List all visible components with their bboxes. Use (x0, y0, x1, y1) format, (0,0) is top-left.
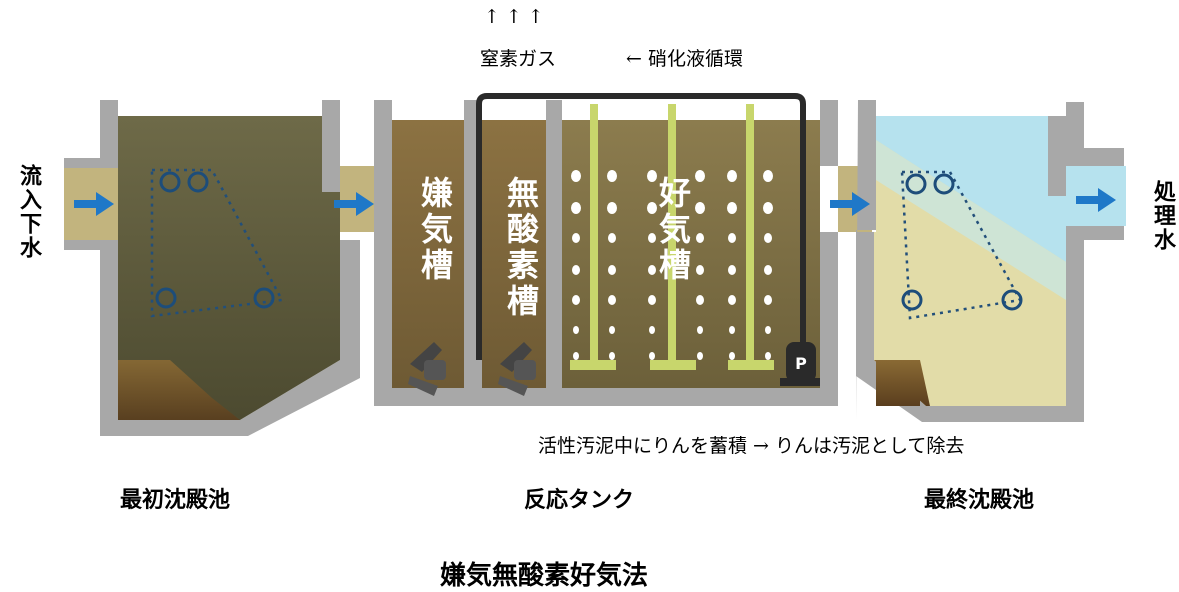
phosphorus-note: 活性汚泥中にりんを蓄積 → りんは汚泥として除去 (538, 435, 965, 457)
flow-arrows (74, 188, 1116, 216)
mixer-propeller-anoxic (498, 342, 536, 396)
anoxic-zone (482, 120, 546, 388)
aerobic-tank-label: 好気槽 (654, 176, 692, 284)
air-bubble (572, 233, 580, 243)
air-bubble (729, 352, 735, 360)
air-bubble (728, 265, 736, 275)
air-bubble (764, 233, 772, 243)
primary-tank-sludge (118, 360, 240, 420)
primary-sprocket (155, 287, 177, 309)
primary-tank-label: 最初沈殿池 (120, 488, 231, 513)
air-bubble (609, 326, 615, 334)
flow-arrow-icon (830, 192, 870, 216)
air-bubble (697, 352, 703, 360)
outflow-pipe-lip (1084, 148, 1124, 166)
nitrified-liquor-recycle-pipe (476, 93, 806, 360)
air-bubble (572, 265, 580, 275)
final-sprocket (933, 173, 955, 195)
air-bubble (608, 295, 616, 305)
air-bubble (607, 202, 617, 214)
recycle-pump: P (780, 342, 820, 386)
final-sprocket (905, 173, 927, 195)
nitrogen-gas-label: 窒素ガス (480, 48, 557, 70)
air-bubble (765, 326, 771, 334)
air-bubble (571, 170, 581, 182)
air-bubble (608, 233, 616, 243)
primary-sprocket (159, 171, 181, 193)
inflow-pipe-bottom (64, 240, 100, 250)
air-bubble (763, 202, 773, 214)
baffle-wall-2 (546, 100, 562, 388)
outflow-label: 処理水 (1150, 180, 1175, 252)
primary-sprocket (187, 171, 209, 193)
final-tank-clear-water (876, 116, 1066, 262)
flow-arrow-icon (74, 192, 114, 216)
air-bubble (765, 352, 771, 360)
final-sprocket (901, 289, 923, 311)
air-bubble (573, 326, 579, 334)
recycle-label: ← 硝化液循環 (626, 48, 743, 70)
flow-arrow-icon (334, 192, 374, 216)
primary-sprocket (253, 287, 275, 309)
air-bubble (649, 352, 655, 360)
air-bubble (609, 352, 615, 360)
air-bubble (764, 265, 772, 275)
primary-scraper-chain (150, 168, 284, 318)
final-settling-tank (856, 100, 1126, 422)
mixer-propeller-anaerobic (408, 342, 446, 396)
air-bubble (696, 265, 704, 275)
air-bubble (608, 265, 616, 275)
flow-arrow-icon (1076, 188, 1116, 212)
primary-tank-water (118, 116, 340, 420)
primary-tank-right-wall (322, 100, 340, 192)
aerobic-zone (562, 120, 820, 388)
pump-label: P (795, 354, 807, 373)
air-bubble (697, 326, 703, 334)
anaerobic-zone (392, 120, 464, 388)
air-bubble (728, 295, 736, 305)
air-bubble (648, 295, 656, 305)
air-bubble (696, 295, 704, 305)
final-tank-sludge-hopper (876, 360, 920, 406)
anaerobic-tank-label: 嫌気槽 (416, 176, 454, 284)
anoxic-tank-label: 無酸素槽 (502, 176, 540, 320)
air-bubble (696, 233, 704, 243)
air-bubble (607, 170, 617, 182)
air-bubble (572, 295, 580, 305)
outflow-pipe-top (1066, 102, 1084, 166)
diagram-title: 嫌気無酸素好気法 (440, 561, 649, 591)
primary-settling-tank (64, 100, 360, 436)
reaction-tank: P (374, 93, 838, 406)
final-tank-label: 最終沈殿池 (924, 488, 1035, 513)
final-tank-right-wall-top (1048, 116, 1066, 196)
air-bubble (729, 326, 735, 334)
final-sprocket (1001, 289, 1023, 311)
air-bubble (763, 170, 773, 182)
diffuser-pipes (570, 104, 774, 370)
air-bubble (571, 202, 581, 214)
air-bubble (648, 265, 656, 275)
air-bubble (695, 202, 705, 214)
air-bubble (695, 170, 705, 182)
air-bubble (727, 202, 737, 214)
inflow-label: 流入下水 (16, 164, 41, 260)
reaction-tank-right-wall-top (820, 100, 838, 166)
air-bubble (647, 202, 657, 214)
air-bubble (648, 233, 656, 243)
inflow-pipe-top (64, 158, 100, 168)
air-bubble (649, 326, 655, 334)
outflow-pipe-bottom (1084, 226, 1124, 240)
air-bubble (727, 170, 737, 182)
reaction-tank-label: 反応タンク (524, 488, 635, 513)
gas-arrows: ↑ ↑ ↑ (484, 6, 544, 28)
air-bubbles (571, 170, 773, 360)
air-bubble (573, 352, 579, 360)
air-bubble (728, 233, 736, 243)
air-bubble (647, 170, 657, 182)
final-tank-wall (856, 100, 876, 420)
air-bubble (764, 295, 772, 305)
